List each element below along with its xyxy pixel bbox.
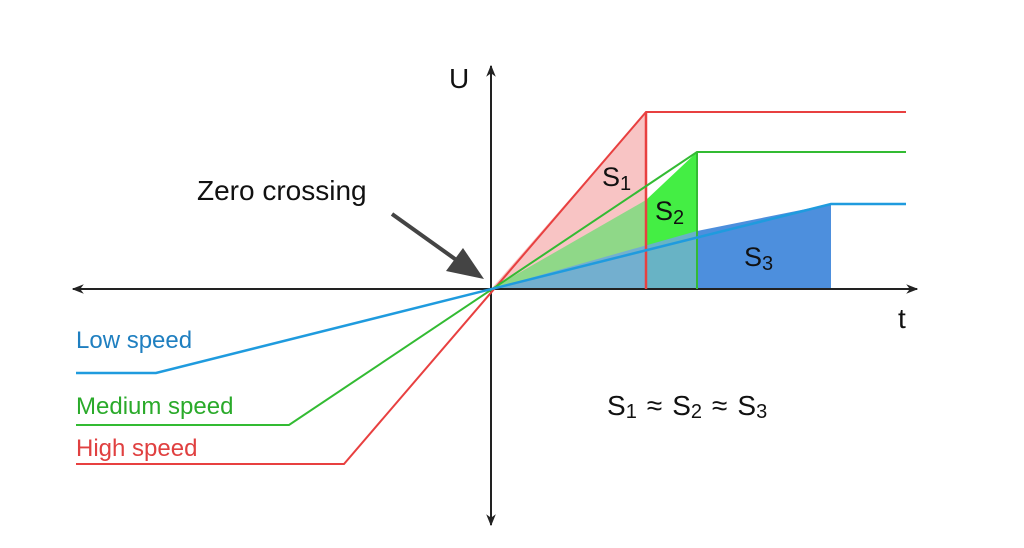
u-axis-label: U — [449, 63, 469, 94]
area-s3-label: S3 — [744, 242, 773, 275]
area-s1-label: S1 — [602, 162, 631, 195]
zero-crossing-arrow-head — [446, 248, 484, 279]
t-axis-label: t — [898, 303, 906, 334]
area-equation: S1≈S2≈S3 — [607, 390, 767, 423]
low-speed-curve — [76, 202, 906, 375]
zero-crossing-label: Zero crossing — [197, 175, 367, 206]
area-s2-label: S2 — [655, 196, 684, 229]
legend-low-speed-label: Low speed — [76, 327, 192, 354]
legend-high-speed-label: High speed — [76, 435, 197, 462]
zero-crossing-arrow-shaft — [390, 212, 464, 266]
legend-medium-speed-label: Medium speed — [76, 393, 233, 420]
area-s3-low-speed — [697, 204, 831, 289]
